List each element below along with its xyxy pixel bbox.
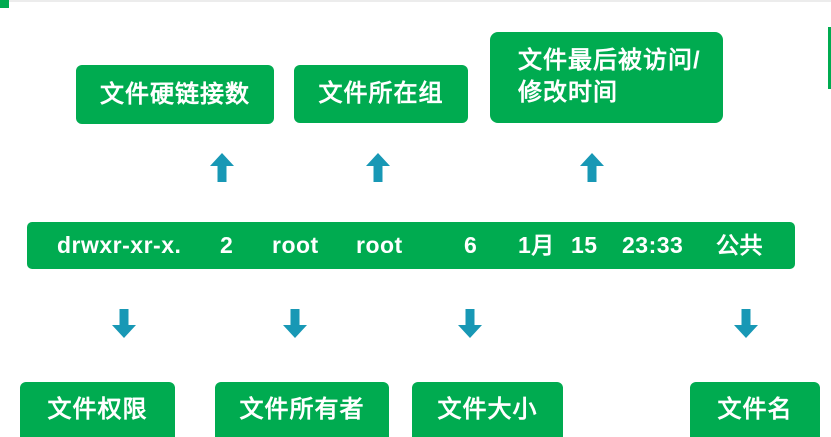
up-arrow-icon: [210, 153, 234, 182]
token-hardlink-count: 2: [220, 232, 234, 258]
token-filename: 公共: [716, 232, 763, 258]
up-arrow-icon: [366, 153, 390, 182]
down-arrow-icon: [458, 309, 482, 338]
ls-listing-bar: drwxr-xr-x. 2 root root 6 1月 15 23:33 公共: [27, 222, 795, 269]
file-permissions-label: 文件权限: [47, 396, 148, 423]
token-group: root: [356, 232, 403, 258]
up-arrow-icon: [580, 153, 604, 182]
top-divider-line: [0, 0, 831, 2]
down-arrow-icon: [734, 309, 758, 338]
down-arrow-icon: [283, 309, 307, 338]
token-time: 23:33: [622, 232, 684, 258]
file-owner-label: 文件所有者: [239, 396, 365, 423]
label-box-access-modify-time: 文件最后被访问/ 修改时间: [490, 32, 723, 123]
label-box-file-name: 文件名: [690, 382, 820, 437]
access-modify-time-line2: 修改时间: [518, 79, 618, 106]
token-month: 1月: [518, 232, 555, 258]
file-size-label: 文件大小: [437, 396, 538, 423]
label-box-file-size: 文件大小: [412, 382, 563, 437]
token-owner: root: [272, 232, 319, 258]
label-box-file-permissions: 文件权限: [20, 382, 175, 437]
token-permissions: drwxr-xr-x.: [57, 232, 182, 258]
hardlink-count-label: 文件硬链接数: [100, 81, 250, 108]
label-box-file-group: 文件所在组: [294, 65, 468, 123]
label-box-file-owner: 文件所有者: [215, 382, 389, 437]
access-modify-time-line1: 文件最后被访问/: [518, 47, 701, 74]
token-size: 6: [464, 232, 478, 258]
right-edge-green-mark: [828, 27, 831, 89]
token-day: 15: [571, 232, 598, 258]
down-arrow-icon: [112, 309, 136, 338]
top-left-green-mark: [0, 0, 9, 8]
file-group-label: 文件所在组: [318, 80, 444, 107]
file-name-label: 文件名: [717, 396, 793, 423]
label-box-hardlink-count: 文件硬链接数: [76, 65, 274, 124]
